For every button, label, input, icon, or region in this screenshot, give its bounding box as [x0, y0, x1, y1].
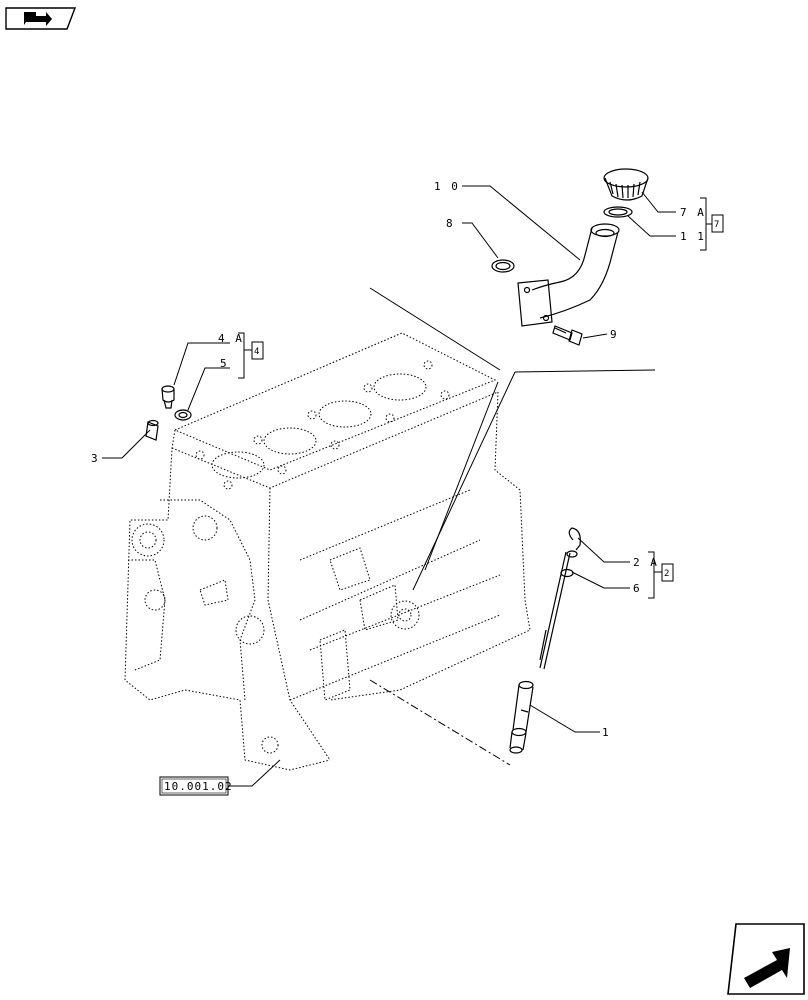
callout-10: 1 0 [434, 180, 460, 193]
kit-box-4[interactable]: 4 [251, 341, 264, 360]
callout-4A: 4 A [218, 332, 244, 345]
kit-box-4-label: 4 [254, 347, 259, 357]
kit-box-7[interactable]: 7 [711, 214, 724, 233]
plug-parts [145, 385, 192, 441]
callout-11: 1 1 [680, 230, 706, 243]
callout-8: 8 [446, 217, 455, 230]
kit-box-2-label: 2 [664, 569, 669, 579]
callout-9: 9 [610, 328, 619, 341]
kit-box-2[interactable]: 2 [661, 563, 674, 582]
callout-leaders [102, 185, 676, 787]
oil-filler-assembly [491, 168, 649, 346]
leader-lines [369, 287, 656, 766]
engine-block [124, 332, 531, 771]
kit-box-7-label: 7 [714, 220, 719, 230]
kit-brackets [238, 197, 712, 599]
book-arrow-icon[interactable] [5, 7, 77, 30]
dipstick-assembly [509, 527, 581, 754]
reference-box-engine-block[interactable]: 10.001.02 [159, 776, 233, 796]
callout-7A: 7 A [680, 206, 706, 219]
next-page-arrow-icon[interactable] [727, 923, 805, 995]
callout-6: 6 [633, 582, 642, 595]
callout-1: 1 [602, 726, 611, 739]
callout-3: 3 [91, 452, 100, 465]
reference-label: 10.001.02 [164, 780, 233, 793]
callout-2A: 2 A [633, 556, 659, 569]
callout-5: 5 [220, 357, 229, 370]
